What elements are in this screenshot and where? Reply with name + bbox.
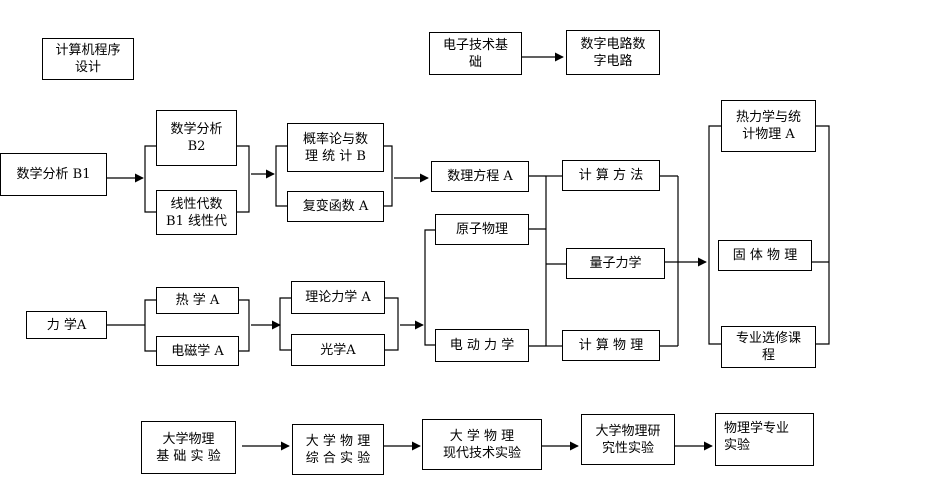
bracket-b2-linear-right — [237, 145, 250, 213]
course-linear-algebra: 线性代数 B1 线性代 — [156, 190, 237, 235]
course-math-analysis-b2: 数学分析 B2 — [156, 110, 237, 166]
bracket-atomic-ed-left — [424, 229, 435, 346]
course-quantum-mechanics: 量子力学 — [566, 248, 665, 279]
course-theoretical-mechanics: 理论力学 A — [291, 281, 385, 314]
course-math-physics-equations: 数理方程 A — [431, 161, 529, 192]
course-complex-functions: 复变函数 A — [287, 191, 384, 222]
course-computational-physics: 计 算 物 理 — [562, 330, 660, 361]
bracket-advanced-left — [708, 125, 721, 345]
course-programming: 计算机程序 设计 — [42, 38, 134, 80]
bracket-heat-em-left — [144, 299, 156, 352]
course-optics: 光学A — [291, 334, 385, 366]
course-math-analysis-b1: 数学分析 B1 — [0, 153, 107, 196]
course-probability: 概率论与数 理 统 计 B — [287, 123, 384, 172]
course-heat: 热 学 A — [156, 287, 239, 314]
course-solid-state: 固 体 物 理 — [718, 240, 812, 271]
bracket-b2-linear-left — [144, 145, 156, 213]
course-lab-modern: 大 学 物 理 现代技术实验 — [422, 419, 542, 470]
course-lab-research: 大学物理研 究性实验 — [581, 414, 675, 465]
course-digital-circuits: 数字电路数 字电路 — [566, 30, 660, 75]
course-lab-professional: 物理学专业 实验 — [715, 413, 814, 466]
course-electrodynamics: 电 动 力 学 — [435, 329, 529, 362]
course-computational-methods: 计 算 方 法 — [562, 160, 660, 191]
course-electromagnetism: 电磁学 A — [156, 336, 239, 366]
bracket-prob-complex-right — [384, 145, 393, 207]
course-atomic-physics: 原子物理 — [435, 214, 529, 245]
course-mechanics-a: 力 学A — [26, 311, 107, 339]
course-lab-comprehensive: 大 学 物 理 综 合 实 验 — [292, 424, 384, 475]
bracket-theory-optics-left — [279, 297, 291, 351]
course-thermo-statistical: 热力学与统 计物理 A — [721, 100, 816, 152]
bracket-heat-em-right — [239, 299, 250, 352]
course-electives: 专业选修课 程 — [721, 326, 816, 368]
bracket-prob-complex-left — [275, 145, 287, 207]
course-lab-basic: 大学物理 基 础 实 验 — [141, 421, 236, 474]
course-electronics-basics: 电子技术基 础 — [429, 32, 522, 75]
bracket-advanced-right — [816, 125, 830, 345]
bracket-theory-optics-right — [385, 297, 399, 351]
